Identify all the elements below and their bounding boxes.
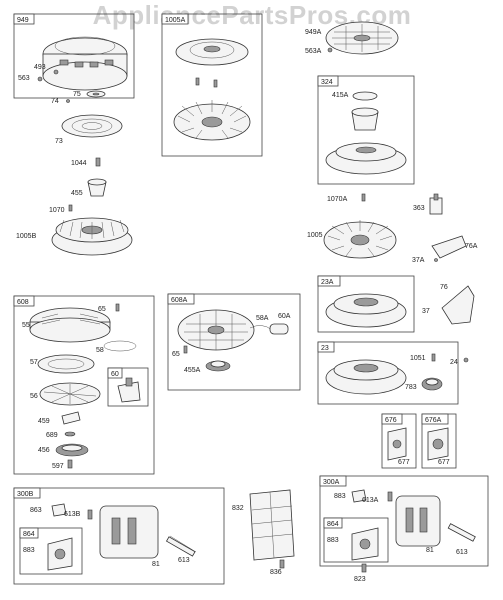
box-23A: 23A <box>317 275 415 333</box>
label-1005: 1005 <box>307 232 323 239</box>
label-883: 883 <box>327 537 339 544</box>
box-608A: 608A 58A 60A 65 455A <box>167 293 301 391</box>
part-949A: 949A 563A <box>305 21 399 55</box>
label-37: 37 <box>422 308 430 315</box>
label-74: 74 <box>51 98 59 105</box>
label-1070: 1070 <box>49 207 65 214</box>
label-1044: 1044 <box>71 160 87 167</box>
box-label-676: 676 <box>385 417 397 424</box>
label-73: 73 <box>55 138 63 145</box>
label-459: 459 <box>38 418 50 425</box>
label-57: 57 <box>30 359 38 366</box>
box-60: 60 <box>107 367 149 407</box>
label-677: 677 <box>398 459 410 466</box>
box-23: 23 1051 24 783 <box>317 341 469 405</box>
label-55: 55 <box>22 322 30 329</box>
label-597: 597 <box>52 463 64 470</box>
label-58: 58 <box>96 347 104 354</box>
box-label-1005A: 1005A <box>165 17 186 24</box>
label-81: 81 <box>426 547 434 554</box>
box-label-60: 60 <box>111 371 119 378</box>
label-823: 823 <box>354 576 366 583</box>
label-1051: 1051 <box>410 355 426 362</box>
box-label-864: 864 <box>23 531 35 538</box>
label-563: 563 <box>18 75 30 82</box>
label-75: 75 <box>73 91 81 98</box>
label-76: 76 <box>440 284 448 291</box>
label-563A: 563A <box>305 48 322 55</box>
part-823: 823 <box>354 563 367 583</box>
box-label-23A: 23A <box>321 279 334 286</box>
label-81: 81 <box>152 561 160 568</box>
label-836: 836 <box>270 569 282 576</box>
label-832: 832 <box>232 505 244 512</box>
box-864-right: 864 883 <box>323 517 389 563</box>
screw <box>37 76 43 82</box>
label-58A: 58A <box>256 315 269 322</box>
label-65: 65 <box>98 306 106 313</box>
label-56: 56 <box>30 393 38 400</box>
box-label-608: 608 <box>17 299 29 306</box>
part-832: 832 836 <box>232 489 295 576</box>
label-1005B: 1005B <box>16 233 37 240</box>
box-300A: 300A 883 613A 81 613 <box>319 475 489 567</box>
box-label-23: 23 <box>321 345 329 352</box>
box-label-864: 864 <box>327 521 339 528</box>
label-65: 65 <box>172 351 180 358</box>
label-613A: 613A <box>362 497 379 504</box>
label-949A: 949A <box>305 29 322 36</box>
label-24: 24 <box>450 359 458 366</box>
box-949: 949 493 563 <box>13 13 135 99</box>
label-613: 613 <box>178 557 190 564</box>
label-493: 493 <box>34 64 46 71</box>
muffler-300A <box>395 495 441 547</box>
box-label-676A: 676A <box>425 417 442 424</box>
label-613B: 613B <box>64 511 81 518</box>
box-label-300A: 300A <box>323 479 340 486</box>
label-455: 455 <box>71 190 83 197</box>
box-864-left: 864 883 <box>19 527 83 575</box>
label-863: 863 <box>30 507 42 514</box>
screw <box>53 69 59 75</box>
box-608: 608 65 55 58 57 56 459 689 456 597 <box>13 295 155 475</box>
box-label-324: 324 <box>321 79 333 86</box>
label-613: 613 <box>456 549 468 556</box>
box-label-300B: 300B <box>17 491 34 498</box>
box-label-949: 949 <box>17 17 29 24</box>
label-883: 883 <box>23 547 35 554</box>
label-677: 677 <box>438 459 450 466</box>
box-300B: 300B 863 613B 81 613 <box>13 487 225 585</box>
label-783: 783 <box>405 384 417 391</box>
label-37A: 37A <box>412 257 425 264</box>
label-415A: 415A <box>332 92 349 99</box>
blower-housing-base <box>42 61 128 91</box>
loose-parts-right: 1070A 363 1005 76A 37A 76 37 <box>307 193 478 325</box>
label-363: 363 <box>413 205 425 212</box>
label-456: 456 <box>38 447 50 454</box>
label-689: 689 <box>46 432 58 439</box>
box-324: 324 415A <box>317 75 415 185</box>
label-1070A: 1070A <box>327 196 348 203</box>
label-60A: 60A <box>278 313 291 320</box>
label-455A: 455A <box>184 367 201 374</box>
label-76A: 76A <box>465 243 478 250</box>
label-883: 883 <box>334 493 346 500</box>
loose-parts-left: 75 74 73 1044 455 1070 1005B <box>16 90 133 256</box>
box-label-608A: 608A <box>171 297 188 304</box>
box-676A: 676A 677 <box>421 413 457 469</box>
box-676: 676 677 <box>381 413 417 469</box>
screen-73 <box>61 114 123 138</box>
box-1005A: 1005A <box>161 13 263 157</box>
